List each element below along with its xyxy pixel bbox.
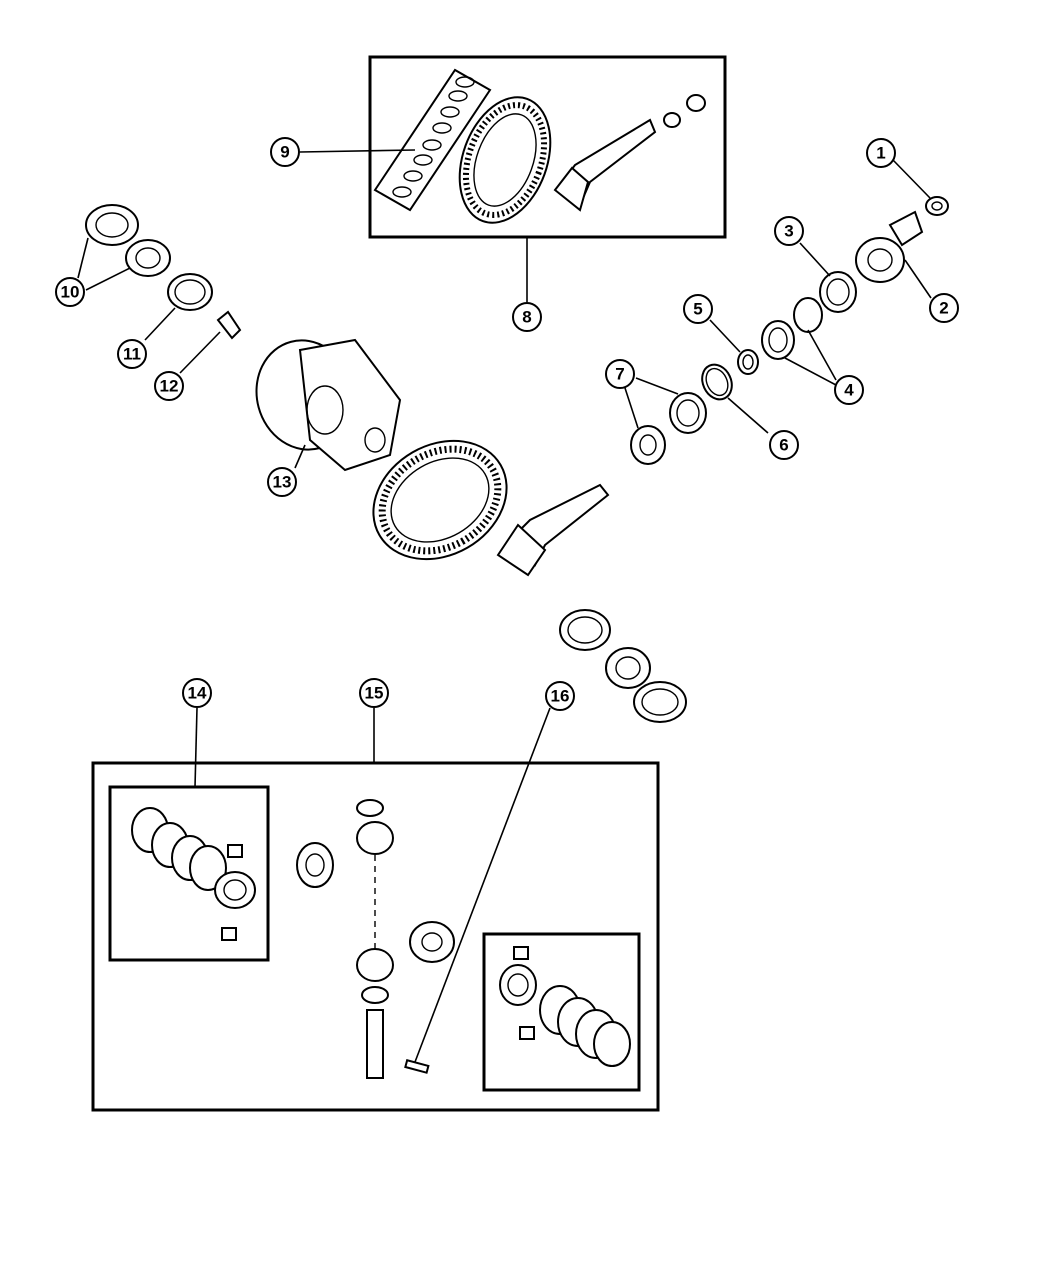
bolt-set-card [373,68,492,212]
ring-gear-bolt [216,310,242,340]
callout-6: 6 [769,430,799,460]
callout-4: 4 [834,375,864,405]
callout-label: 6 [779,436,788,455]
clutch-pack-right-frame [482,932,641,1092]
roll-pin [404,1059,430,1074]
callout-3: 3 [774,216,804,246]
clutch-pack-right [499,946,631,1067]
callout-16: 16 [545,681,575,711]
pinion-seal [819,271,857,313]
side-gear-right [409,921,455,963]
differential-case [255,338,402,472]
callout-label: 3 [784,222,793,241]
callout-label: 10 [61,283,80,302]
callout-13: 13 [267,467,297,497]
pinion-nut [925,196,949,216]
collapsible-spacer [737,349,759,375]
callout-label: 4 [844,381,854,400]
callout-15: 15 [359,678,389,708]
callout-11: 11 [117,339,147,369]
clutch-pack-left-frame [108,785,270,962]
callout-label: 9 [280,143,289,162]
callout-label: 11 [123,345,141,364]
callout-label: 13 [273,473,292,492]
callout-label: 16 [551,687,570,706]
callout-2: 2 [929,293,959,323]
callout-label: 1 [876,144,885,163]
callout-10: 10 [55,277,85,307]
ring-gear [372,439,508,561]
callout-7: 7 [605,359,635,389]
clutch-pack-left [131,807,256,941]
leader-lines [77,149,932,1063]
callout-9: 9 [270,137,300,167]
callout-label: 7 [615,365,624,384]
callout-8: 8 [512,302,542,332]
ring-pinion-kit-frame [368,55,727,239]
callout-label: 12 [160,377,179,396]
pinion-gear [496,483,610,577]
pinion-shim [701,363,733,401]
side-bearing-cup-cone [85,204,171,277]
callout-12: 12 [154,371,184,401]
pinion-shaft-assembly [356,799,394,1079]
companion-flange-yoke [855,210,924,283]
callout-1: 1 [866,138,896,168]
callout-5: 5 [683,294,713,324]
pinion-gear-kit [553,94,706,212]
differential-internals-frame [91,761,660,1112]
side-gear-left [296,842,334,888]
inner-pinion-bearing [630,392,707,465]
side-bearing-shim [167,273,213,311]
callout-label: 8 [522,308,531,327]
callout-label: 15 [365,684,384,703]
callout-label: 2 [939,299,948,318]
callout-label: 14 [188,684,207,703]
callout-14: 14 [182,678,212,708]
callout-label: 5 [693,300,702,319]
ring-gear-kit [458,96,552,224]
outer-pinion-bearing [761,297,823,360]
lower-shim-bearing-set [559,609,687,723]
